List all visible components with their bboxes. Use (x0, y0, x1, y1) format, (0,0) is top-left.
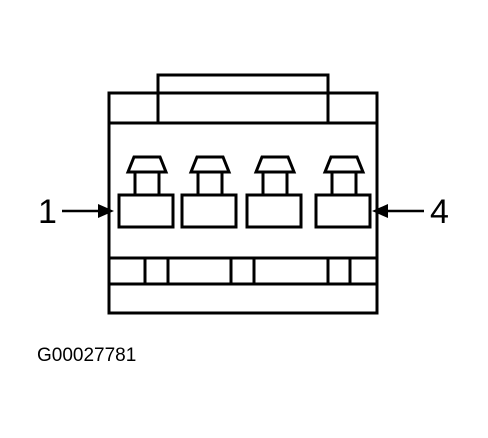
terminal-1 (117, 155, 175, 229)
terminal-4-base (314, 193, 372, 229)
terminal-4-neck (330, 170, 358, 197)
terminal-4-cap (322, 155, 366, 174)
terminal-3-cap (253, 155, 297, 174)
connector-housing (107, 73, 379, 315)
callout-arrow-right (372, 204, 424, 218)
callout-arrow-left (62, 204, 114, 218)
terminal-3 (245, 155, 303, 229)
pin-label-right: 4 (430, 193, 449, 231)
connector-latch-tab (156, 73, 330, 93)
terminal-2-base (180, 193, 238, 229)
terminal-2-neck (196, 170, 224, 197)
terminal-4 (314, 155, 372, 229)
terminal-1-neck (133, 170, 161, 197)
terminal-1-base (117, 193, 175, 229)
terminal-2 (180, 155, 238, 229)
terminal-2-cap (188, 155, 232, 174)
terminal-3-base (245, 193, 303, 229)
connector-body-outline (107, 91, 379, 315)
terminal-3-neck (261, 170, 289, 197)
pin-label-left: 1 (38, 193, 57, 231)
terminal-1-cap (125, 155, 169, 174)
figure-id: G00027781 (37, 345, 136, 366)
